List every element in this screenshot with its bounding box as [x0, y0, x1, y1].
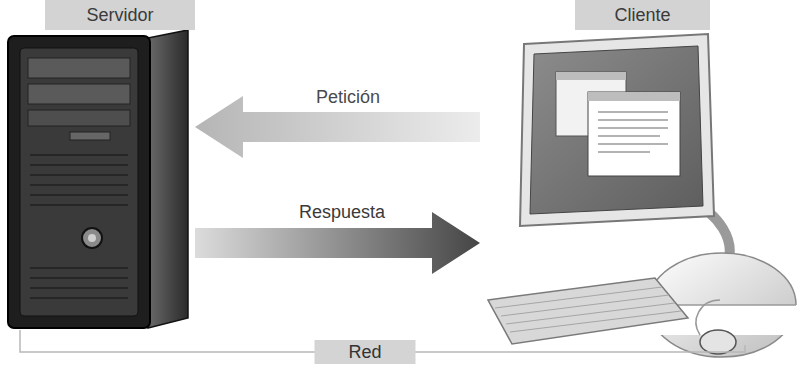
- node-heading: Cliente: [575, 0, 710, 30]
- server-node: Servidor: [0, 0, 195, 330]
- arrow-label: Petición: [312, 86, 384, 108]
- client-computer: [488, 34, 798, 357]
- node-heading: Servidor: [45, 0, 195, 30]
- network-label: Red: [314, 340, 415, 364]
- arrow-label: Respuesta: [295, 201, 389, 223]
- client-node: Cliente: [480, 0, 790, 345]
- server-tower: [8, 30, 188, 328]
